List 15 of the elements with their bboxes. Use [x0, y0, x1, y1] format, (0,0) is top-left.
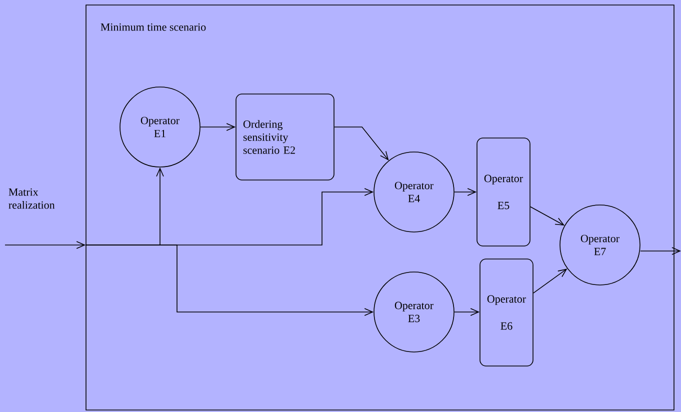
arrow	[640, 247, 681, 255]
arrow	[530, 206, 565, 226]
arrow	[85, 244, 374, 316]
operator-box: Operator E6	[480, 258, 534, 366]
arrow	[334, 126, 389, 160]
operator-box: Operator E5	[476, 138, 530, 246]
arrow	[454, 188, 477, 196]
arrow	[200, 123, 236, 131]
operator-box: Ordering sensitivity scenario E2	[236, 94, 334, 180]
arrow	[533, 268, 568, 294]
scenario-frame	[86, 4, 674, 410]
arrow	[4, 241, 86, 249]
input-label: Matrix realization	[8, 188, 55, 209]
frame-title: Minimum time scenario	[100, 23, 206, 31]
arrow	[454, 308, 480, 316]
